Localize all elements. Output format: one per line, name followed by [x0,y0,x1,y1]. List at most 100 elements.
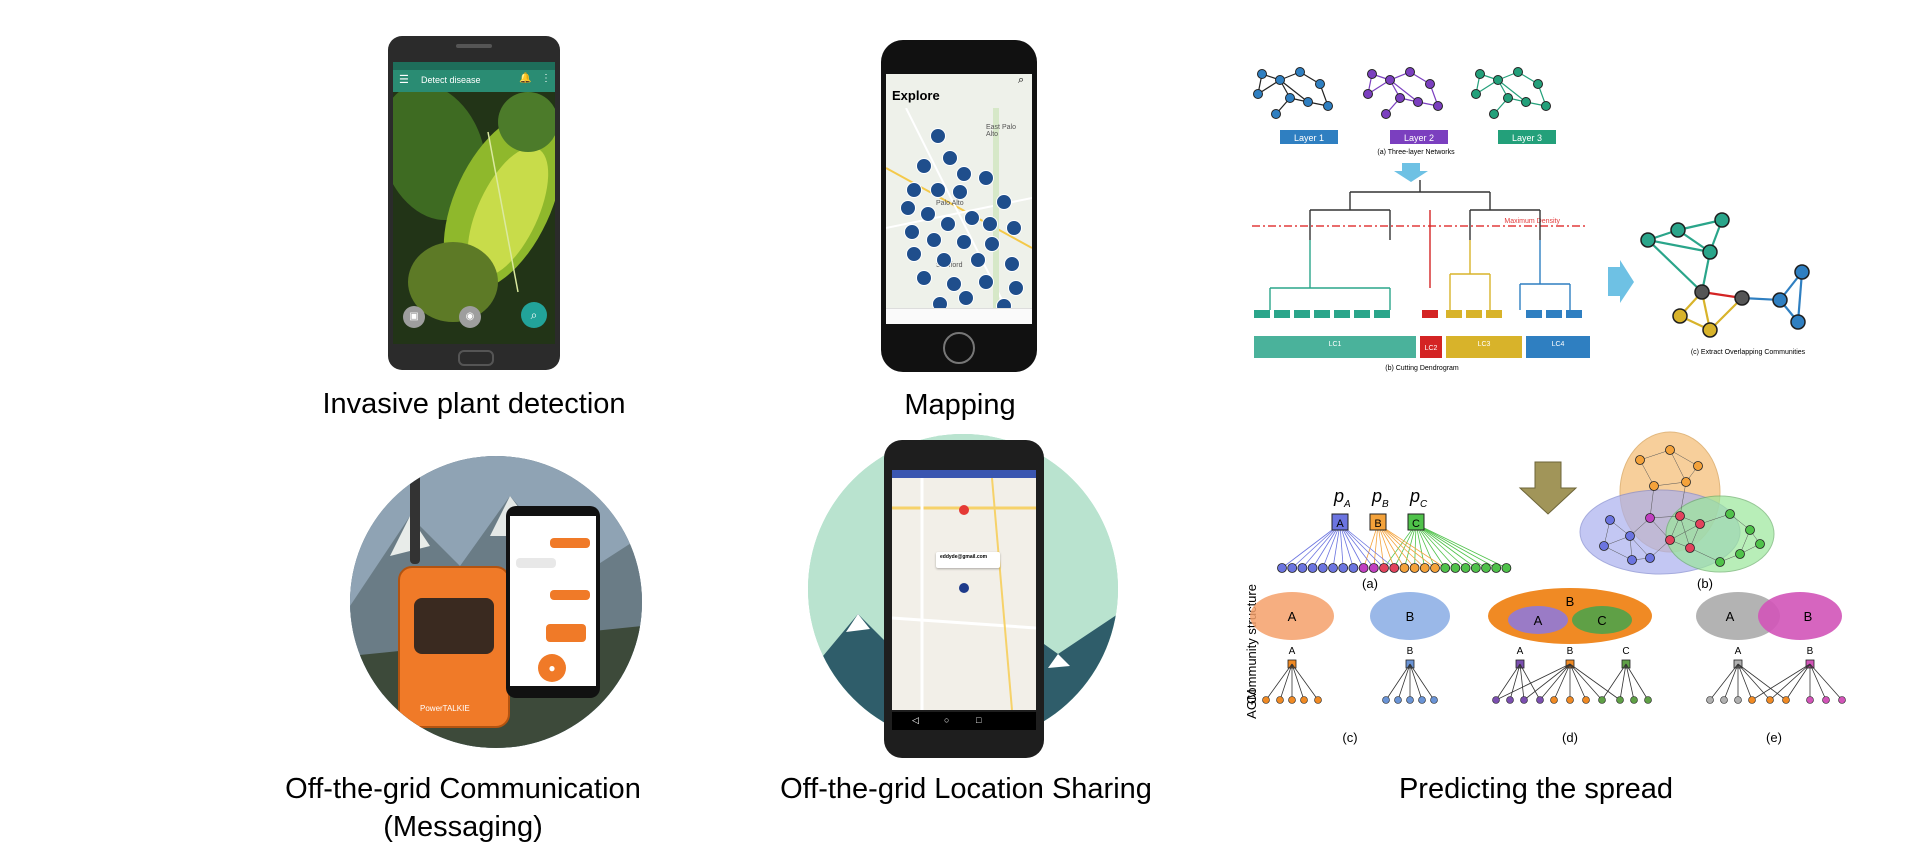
map-cluster-marker[interactable] [916,270,932,286]
affiliation-edge [1377,523,1426,569]
affiliation-edge [1377,523,1395,569]
agm-edge [1625,663,1649,701]
network-edge [1279,79,1309,103]
agm-leaf [1262,696,1270,704]
map-cluster-marker[interactable] [996,194,1012,210]
ellipse-node [1605,515,1615,525]
recents-icon[interactable]: □ [976,715,982,725]
map-cluster-marker[interactable] [958,290,974,306]
map-cluster-marker[interactable] [1004,256,1020,272]
dendrogram-leaf [1546,310,1562,318]
mapping-phone: Explore ⌕ East Palo Alto Palo Alto Stanf… [881,40,1037,372]
community-label: C [1597,613,1606,628]
agm-leaf [1582,696,1590,704]
map-cluster-marker[interactable] [936,252,952,268]
home-button[interactable] [943,332,975,364]
map-cluster-marker[interactable] [964,210,980,226]
ellipse-edge [1699,513,1731,525]
agm-leaf [1276,696,1284,704]
agm-leaf [1300,696,1308,704]
community-ellipse [1758,592,1842,640]
map-place-label: East Palo Alto [986,124,1016,138]
map-cluster-marker[interactable] [970,252,986,268]
agm-edge [1737,663,1787,701]
camera-button[interactable]: ◉ [459,306,481,328]
row-community-label: Community structure [1244,584,1259,704]
mapping-caption: Mapping [904,389,1016,421]
home-icon[interactable]: ○ [944,715,950,725]
network-node [1471,89,1481,99]
map-cluster-marker[interactable] [984,236,1000,252]
map-search-icon[interactable]: ⌕ [1018,74,1025,86]
map-cluster-marker[interactable] [978,170,994,186]
ellipse-node [1665,535,1675,545]
map-cluster-marker[interactable] [900,200,916,216]
agm-leaf [1550,696,1558,704]
map-cluster-marker[interactable] [982,216,998,232]
network-node [1315,79,1325,89]
map-cluster-marker[interactable] [946,276,962,292]
ellipse-edge [1669,449,1687,483]
microphone-button[interactable]: ● [538,654,566,682]
home-button[interactable] [458,350,494,366]
agm-leaf [1838,696,1846,704]
map-cluster-marker[interactable] [920,206,936,222]
affiliation-edge [1415,523,1436,569]
map-cluster-marker[interactable] [930,182,946,198]
affiliation-edge [1312,523,1341,569]
map-cluster-marker[interactable] [906,182,922,198]
member-node [1379,563,1389,573]
map-cluster-marker[interactable] [940,216,956,232]
network-node [1489,109,1499,119]
android-nav-bar: ◁ ○ □ [892,712,1036,730]
ellipse-edge [1629,535,1651,559]
menu-icon[interactable]: ☰ [399,74,409,86]
ellipse-node [1625,531,1635,541]
affiliation-edge [1363,523,1379,569]
map-cluster-marker[interactable] [942,150,958,166]
agm-edge [1809,663,1827,701]
map-cluster-marker[interactable] [1006,220,1022,236]
location-caption: Off-the-grid Location Sharing [780,773,1152,805]
ellipse-node [1745,525,1755,535]
member-node [1450,563,1461,573]
affiliation-edge [1339,523,1395,569]
member-node [1470,563,1481,573]
affiliation-edge [1373,523,1379,569]
right-arrow [1608,260,1634,303]
map-cluster-marker[interactable] [956,234,972,250]
leaf-camera-view [393,92,555,344]
agm-leaf [1536,696,1544,704]
map-cluster-marker[interactable] [906,246,922,262]
map-cluster-marker[interactable] [978,274,994,290]
network-node [1475,69,1485,79]
map-cluster-marker[interactable] [926,232,942,248]
gallery-button[interactable]: ▣ [403,306,425,328]
affiliation-edge [1415,523,1446,569]
back-icon[interactable]: ◁ [912,715,919,725]
affiliation-edge [1415,523,1466,569]
ellipse-edge [1653,481,1687,487]
map-app-title: Explore [892,88,940,103]
affiliation-edge [1339,523,1385,569]
agm-edge [1737,663,1771,701]
map-cluster-marker[interactable] [956,166,972,182]
map-cluster-marker[interactable] [916,158,932,174]
network-node [1271,109,1281,119]
map-cluster-marker[interactable] [904,224,920,240]
affiliation-edge [1393,523,1417,569]
member-node [1460,563,1471,573]
search-button[interactable]: ⌕ [521,302,547,328]
map-cluster-marker[interactable] [952,184,968,200]
dendrogram-leaf [1274,310,1290,318]
map-cluster-marker[interactable] [930,128,946,144]
agm-leaf [1822,696,1830,704]
bell-icon[interactable]: 🔔 [519,73,532,84]
affiliation-edge [1339,523,1344,569]
member-node [1389,563,1400,573]
communication-caption-line2: (Messaging) [383,811,543,843]
plant-app-screen: ☰ Detect disease 🔔 ⋮ ▣ ◉ ⌕ [393,62,555,344]
more-icon[interactable]: ⋮ [541,73,551,84]
map-cluster-marker[interactable] [1008,280,1024,296]
